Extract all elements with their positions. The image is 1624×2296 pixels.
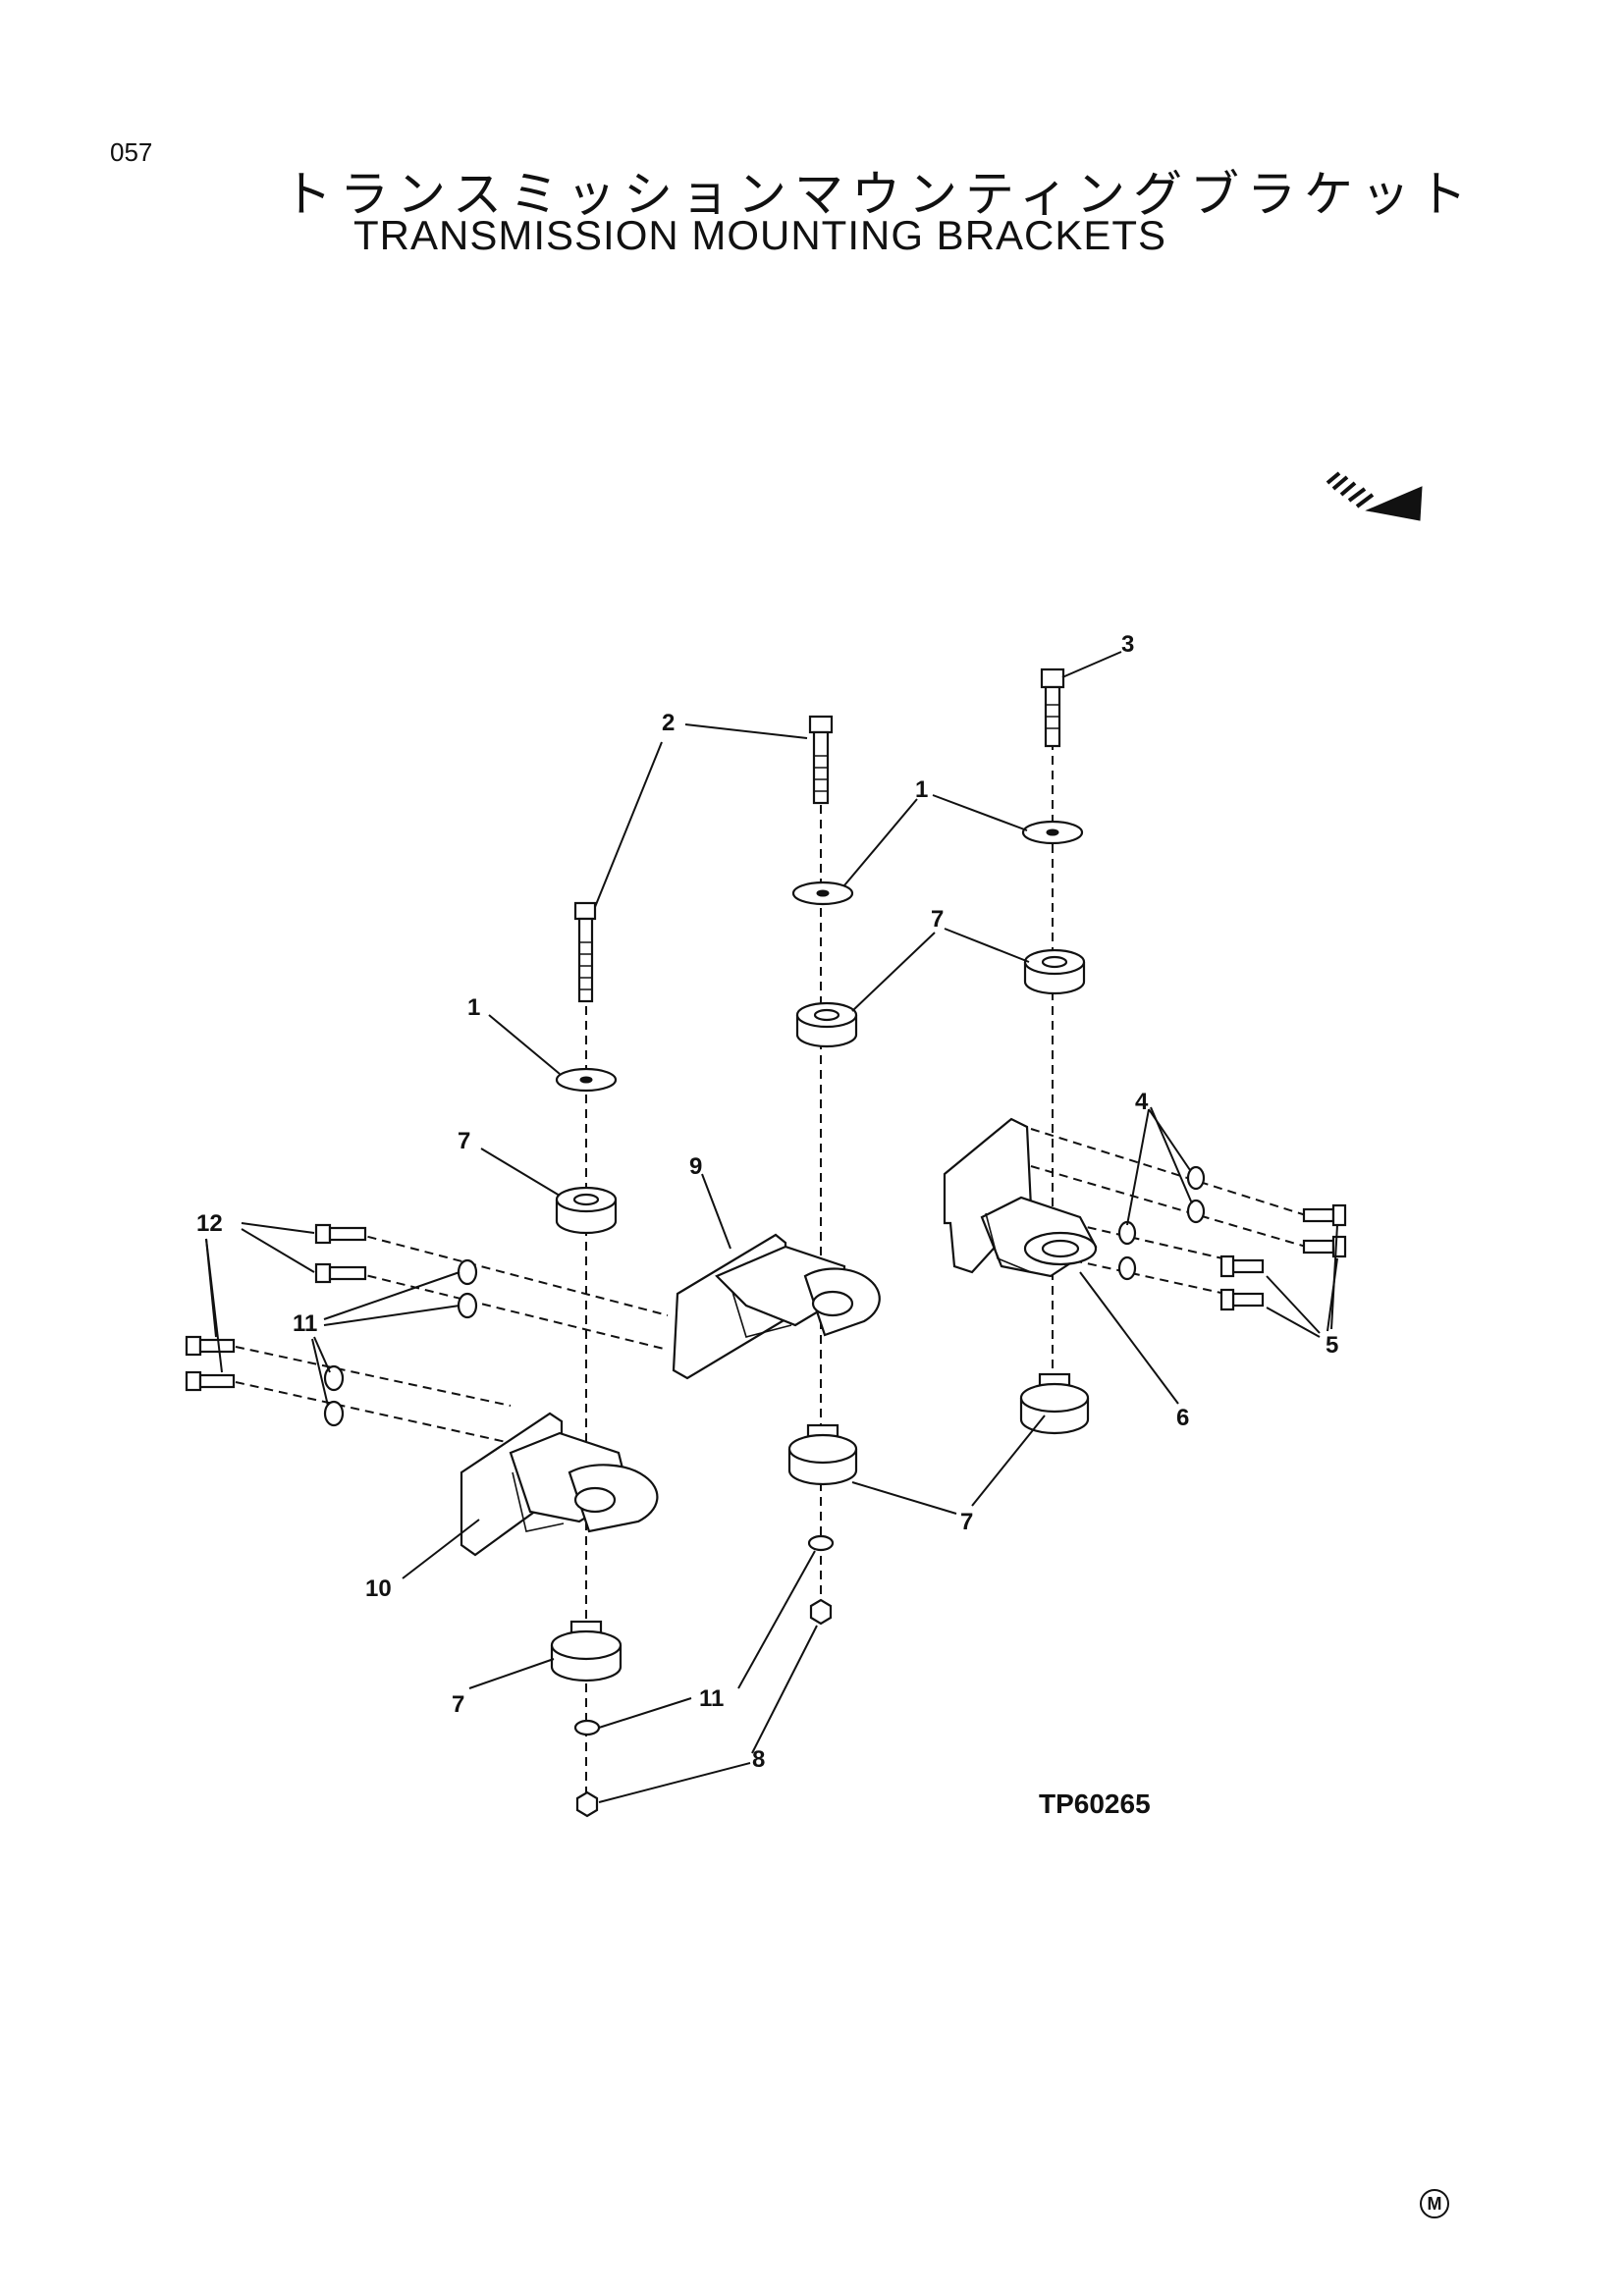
front-direction-arrow-icon <box>1326 471 1423 521</box>
lock-washer-part-11 <box>573 1719 601 1736</box>
callout-8: 8 <box>752 1746 765 1773</box>
lock-washer-part-11 <box>323 1364 345 1392</box>
figure-code: TP60265 <box>1039 1789 1151 1819</box>
page-number: 057 <box>110 137 153 167</box>
lock-washer-part-11 <box>457 1292 478 1319</box>
callout-5: 5 <box>1326 1332 1338 1359</box>
callout-6: 6 <box>1176 1405 1189 1431</box>
callout-11: 11 <box>699 1685 724 1712</box>
bolt-part-5 <box>1219 1203 1347 1311</box>
callout-7: 7 <box>458 1128 470 1154</box>
cushion-part-7-lower-left <box>550 1620 623 1682</box>
callout-11: 11 <box>293 1310 317 1337</box>
callout-7: 7 <box>452 1691 464 1718</box>
callout-12: 12 <box>196 1210 223 1237</box>
lock-washer-part-4 <box>1186 1165 1206 1191</box>
washer-part-1-left <box>555 1067 618 1093</box>
corner-mark: M <box>1420 2189 1449 2218</box>
bolt-part-2-middle <box>808 715 834 805</box>
bolt-part-2-left <box>573 901 597 1003</box>
bolt-line <box>1030 1128 1307 1216</box>
nut-part-8 <box>575 1790 599 1818</box>
callout-2: 2 <box>662 710 675 736</box>
lock-washer-part-4 <box>1117 1255 1137 1281</box>
title-english: TRANSMISSION MOUNTING BRACKETS <box>353 212 1167 258</box>
bracket-part-6 <box>943 1117 1098 1278</box>
callout-7: 7 <box>960 1509 973 1535</box>
cushion-part-7-lower-middle <box>787 1423 858 1486</box>
callout-9: 9 <box>689 1153 702 1180</box>
bolt-line <box>1030 1165 1307 1248</box>
callout-4: 4 <box>1135 1089 1149 1115</box>
bolt-part-12 <box>185 1223 367 1392</box>
washer-part-1-right <box>1021 820 1084 845</box>
lock-washer-part-4 <box>1117 1220 1137 1246</box>
cushion-part-7-upper-middle <box>795 1001 858 1048</box>
callout-1: 1 <box>915 776 928 803</box>
bolt-line <box>352 1271 669 1351</box>
cushion-part-7-upper-right <box>1023 948 1086 995</box>
bolt-part-3 <box>1040 667 1065 748</box>
bracket-part-10 <box>460 1412 659 1557</box>
callout-7: 7 <box>931 906 944 933</box>
lock-washer-part-11 <box>457 1258 478 1286</box>
bracket-part-9 <box>672 1233 881 1380</box>
washer-part-1-middle <box>791 881 854 906</box>
bolt-line <box>352 1232 669 1316</box>
callout-1: 1 <box>467 994 480 1021</box>
lock-washer-part-11 <box>323 1400 345 1427</box>
nut-part-8 <box>809 1598 833 1626</box>
title-japanese: トランスミッションマウンティングブラケット <box>283 166 1475 223</box>
bolt-line <box>235 1381 512 1444</box>
callout-10: 10 <box>365 1575 392 1602</box>
callout-3: 3 <box>1121 631 1134 658</box>
lock-washer-part-11 <box>807 1534 835 1552</box>
cushion-part-7-lower-right <box>1019 1372 1090 1435</box>
lock-washer-part-4 <box>1186 1199 1206 1224</box>
cushion-part-7-upper-left <box>555 1186 618 1235</box>
bolt-line <box>235 1346 512 1407</box>
